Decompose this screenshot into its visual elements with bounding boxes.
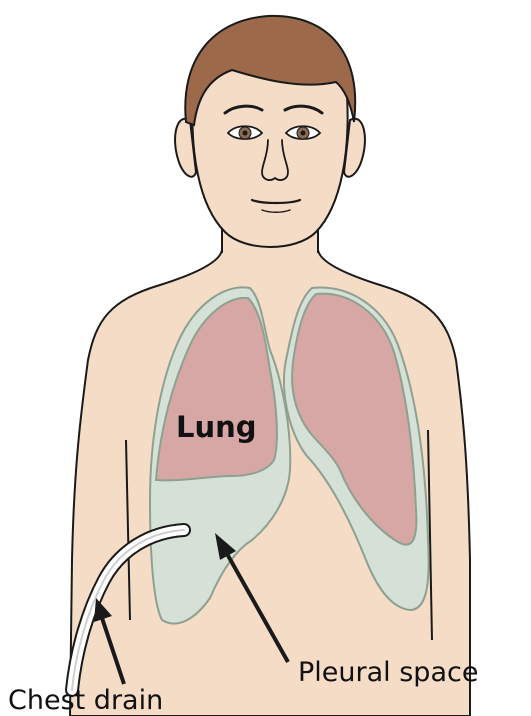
- chest-drain-label: Chest drain: [8, 685, 163, 716]
- pleural-space-label: Pleural space: [298, 657, 478, 688]
- lung-label: Lung: [176, 410, 257, 444]
- right-eye: [286, 126, 320, 139]
- left-eye: [228, 126, 262, 139]
